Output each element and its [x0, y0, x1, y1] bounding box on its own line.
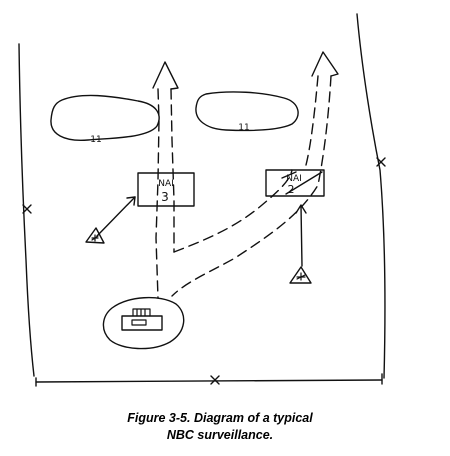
- observation-arrowhead-nai-3: [126, 196, 136, 206]
- bottom-boundary-line: [35, 379, 383, 383]
- figure-caption-line-1: Figure 3-5. Diagram of a typical: [127, 411, 313, 425]
- right-route-inner-dashed: [305, 75, 319, 166]
- recon-post-right-icon: [289, 266, 312, 284]
- nai-3-label-line1: NAI: [158, 179, 174, 189]
- boundary-marker-bottom: [210, 375, 220, 385]
- boundary-marker-right: [376, 157, 386, 167]
- observation-line-nai-3: [96, 196, 136, 237]
- right-route-outer-dashed: [171, 75, 332, 297]
- left-route-west-dashed: [155, 88, 160, 299]
- unit-position-oval: [102, 296, 185, 350]
- nai-2-label-line2: 2: [288, 183, 295, 196]
- obstacle-area-left: [50, 94, 160, 141]
- nai-2-hatch: [281, 171, 323, 195]
- observation-arrowhead-nai-2: [295, 204, 307, 214]
- left-route-east-dashed: [170, 88, 175, 253]
- obstacle-left-mark: 11: [90, 135, 101, 145]
- observation-line-nai-2: [300, 205, 303, 267]
- right-arrow-head: [311, 51, 339, 77]
- recon-post-left-icon: [85, 227, 105, 244]
- obstacle-area-right: [195, 91, 299, 132]
- figure-caption-line-2: NBC surveillance.: [166, 428, 274, 442]
- right-boundary-line: [356, 13, 386, 379]
- unit-vehicle-symbol: [121, 315, 163, 331]
- nai-2-label-line1: NAI: [286, 174, 302, 184]
- unit-vehicle-inner: [131, 319, 147, 326]
- nai-3-box: [137, 172, 195, 207]
- unit-vehicle-turret: [132, 308, 151, 317]
- branch-route-dashed: [173, 169, 293, 253]
- obstacle-right-mark: 11: [238, 123, 249, 133]
- nai-3-label-line2: 3: [161, 190, 169, 204]
- left-arrow-head: [152, 61, 179, 90]
- nai-2-box: [265, 169, 325, 197]
- left-boundary-line: [18, 43, 35, 377]
- boundary-marker-left: [22, 204, 32, 214]
